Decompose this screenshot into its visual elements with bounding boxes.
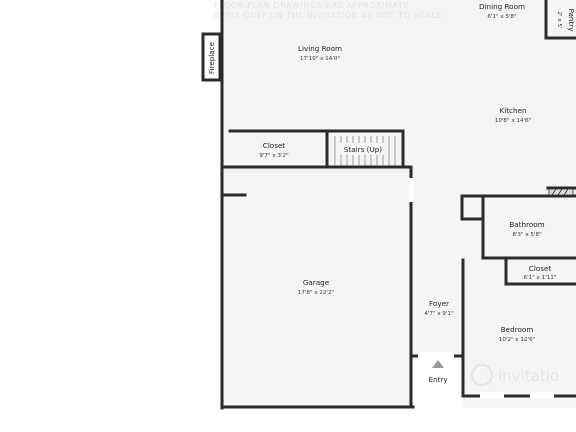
closet-lower-label: Closet (529, 264, 552, 273)
bedroom-label: Bedroom (501, 325, 534, 334)
entry-arrow-icon (432, 360, 444, 368)
watermark-line-2: APPLY ONLY ON THE INVITATION AS NOT TO S… (214, 11, 442, 20)
stairs-label-bg (338, 143, 387, 155)
fireplace: Fireplace (201, 32, 222, 82)
garage-label: Garage (303, 278, 330, 287)
watermark-line-1: FLOOR PLAN DRAWINGS ARE APPROXIMATE (214, 1, 409, 10)
walls (220, 0, 576, 410)
bathroom-label: Bathroom (509, 220, 544, 229)
bedroom-dims: 10'2" x 12'6" (499, 337, 536, 343)
dining-room-label: Dining Room (479, 2, 525, 11)
dining-room-dims: 6'1" x 5'8" (487, 14, 517, 20)
watermark: FLOOR PLAN DRAWINGS ARE APPROXIMATE APPL… (214, 1, 559, 386)
pantry-dims: 2' x 5' (556, 11, 562, 28)
entry-label: Entry (428, 375, 448, 384)
closet-lower-dims: 6'1" x 1'11" (524, 275, 557, 281)
kitchen-hatch (548, 188, 574, 196)
closet-upper-dims: 9'7" x 3'2" (259, 153, 289, 159)
watermark-logo-text: invitatio (498, 367, 559, 385)
watermark-logo-icon (471, 364, 493, 386)
bathroom-dims: 8'3" x 5'8" (512, 232, 542, 238)
stairs-label: Stairs (Up) (344, 145, 382, 154)
living-room-dims: 17'10" x 14'0" (300, 56, 340, 62)
foyer-label: Foyer (429, 299, 449, 308)
garage-dims: 17'8" x 22'2" (298, 290, 335, 296)
room-labels: Living Room 17'10" x 14'0" Dining Room 6… (259, 2, 576, 384)
foyer-dims: 4'7" x 9'1" (424, 311, 454, 317)
closet-upper-label: Closet (263, 141, 286, 150)
fireplace-box (201, 32, 222, 82)
kitchen-dims: 10'8" x 14'6" (495, 118, 532, 124)
door-openings (409, 178, 554, 398)
fireplace-label: Fireplace (207, 41, 216, 74)
kitchen-label: Kitchen (499, 106, 526, 115)
floor-fill (222, 0, 576, 408)
living-room-label: Living Room (298, 44, 342, 53)
pantry-label: Pantry (567, 9, 576, 33)
